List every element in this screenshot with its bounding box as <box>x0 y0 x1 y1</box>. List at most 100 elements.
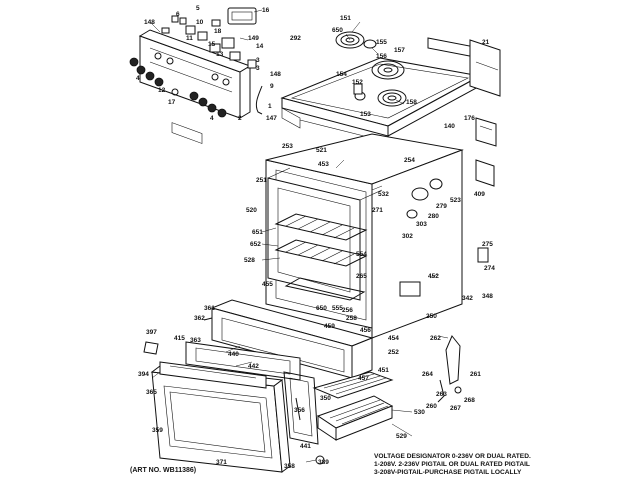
part-label-4: 4 <box>210 115 214 122</box>
control-knobs <box>129 57 227 118</box>
part-label-15: 15 <box>208 41 216 48</box>
part-label-520: 520 <box>246 207 257 214</box>
part-label-18: 18 <box>214 28 222 35</box>
part-label-271: 271 <box>372 207 383 214</box>
part-label-280: 280 <box>428 213 439 220</box>
part-label-253: 253 <box>282 143 293 150</box>
hinge-parts <box>437 335 462 403</box>
part-label-394: 394 <box>138 371 149 378</box>
part-label-292: 292 <box>290 35 301 42</box>
part-label-1: 1 <box>268 103 272 110</box>
art-number: (ART NO. WB11386) <box>130 467 196 474</box>
part-label-9: 9 <box>270 83 274 90</box>
bake-element <box>284 277 366 301</box>
oven-liner <box>267 167 383 301</box>
part-label-409: 409 <box>474 191 485 198</box>
part-label-523: 523 <box>450 197 461 204</box>
part-label-362: 362 <box>194 315 205 322</box>
part-label-529: 529 <box>396 433 407 440</box>
part-label-356: 356 <box>294 407 305 414</box>
part-label-251: 251 <box>256 177 267 184</box>
part-label-650: 650 <box>332 27 343 34</box>
part-label-154: 154 <box>336 71 347 78</box>
part-label-365: 365 <box>146 389 157 396</box>
part-label-361: 361 <box>204 305 215 312</box>
part-label-415: 415 <box>174 335 185 342</box>
part-label-12: 12 <box>158 87 166 94</box>
part-label-10: 10 <box>196 19 204 26</box>
control-panel-assembly <box>138 29 252 144</box>
part-label-151: 151 <box>340 15 351 22</box>
part-label-371: 371 <box>216 459 227 466</box>
oven-door-assembly <box>150 361 291 473</box>
part-number-labels: 148 6 5 16 149 10 18 11 15 14 13 4 12 17… <box>136 5 495 470</box>
part-label-652: 652 <box>250 241 261 248</box>
part-label-2: 2 <box>238 115 242 122</box>
part-label-148: 148 <box>144 19 155 26</box>
part-label-363: 363 <box>190 337 201 344</box>
part-label-389: 389 <box>318 459 329 466</box>
part-label-5: 5 <box>196 5 200 12</box>
part-label-261: 261 <box>470 371 481 378</box>
part-label-459: 459 <box>324 323 335 330</box>
part-label-252: 252 <box>388 349 399 356</box>
voltage-note-line: VOLTAGE DESIGNATOR 0-236V OR DUAL RATED. <box>374 453 531 460</box>
part-label-455: 455 <box>262 281 273 288</box>
part-label-650: 650 <box>316 305 327 312</box>
part-label-14: 14 <box>256 43 264 50</box>
switch-components <box>161 15 257 69</box>
cooktop-assembly <box>280 57 482 151</box>
part-label-155: 155 <box>376 39 387 46</box>
part-label-156: 156 <box>376 53 387 60</box>
part-label-397: 397 <box>146 329 157 336</box>
part-label-452: 452 <box>428 273 439 280</box>
part-label-359: 359 <box>152 427 163 434</box>
part-label-258: 258 <box>346 315 357 322</box>
broiler-pan <box>316 395 394 441</box>
part-label-441: 441 <box>300 443 311 450</box>
part-label-140: 140 <box>444 123 455 130</box>
part-label-451: 451 <box>378 367 389 374</box>
bracket-parts <box>475 117 497 187</box>
oven-racks <box>274 213 368 267</box>
storage-drawer <box>210 299 374 379</box>
part-label-13: 13 <box>216 51 224 58</box>
part-label-3: 3 <box>256 65 260 72</box>
part-label-260: 260 <box>426 403 437 410</box>
part-label-250: 250 <box>426 313 437 320</box>
part-label-440: 440 <box>228 351 239 358</box>
part-label-442: 442 <box>248 363 259 370</box>
part-label-348: 348 <box>482 293 493 300</box>
voltage-note: VOLTAGE DESIGNATOR 0-236V OR DUAL RATED.… <box>374 453 531 476</box>
part-label-152: 152 <box>352 79 363 86</box>
door-seal-frame <box>283 371 319 445</box>
part-label-274: 274 <box>484 265 495 272</box>
part-label-4: 4 <box>136 75 140 82</box>
part-label-267: 267 <box>450 405 461 412</box>
part-label-342: 342 <box>462 295 473 302</box>
part-label-268: 268 <box>464 397 475 404</box>
surface-burner-elements <box>335 31 407 107</box>
broiler-grid <box>312 371 394 399</box>
part-label-554: 554 <box>356 251 367 258</box>
voltage-note-line: 1-208V. 2-236V PIGTAIL OR DUAL RATED PIG… <box>374 461 530 468</box>
part-label-3: 3 <box>256 57 260 64</box>
part-label-453: 453 <box>318 161 329 168</box>
part-label-454: 454 <box>388 335 399 342</box>
part-label-262: 262 <box>430 335 441 342</box>
side-panel-components <box>399 178 489 297</box>
part-label-153: 153 <box>360 111 371 118</box>
part-label-358: 358 <box>284 463 295 470</box>
part-label-456: 456 <box>360 327 371 334</box>
part-label-279: 279 <box>436 203 447 210</box>
part-label-149: 149 <box>248 35 259 42</box>
part-label-275: 275 <box>482 241 493 248</box>
part-label-148: 148 <box>270 71 281 78</box>
part-label-176: 176 <box>464 115 475 122</box>
voltage-note-line: 3-208V-PIGTAIL-PURCHASE PIGTAIL LOCALLY <box>374 469 522 476</box>
part-label-302: 302 <box>402 233 413 240</box>
part-label-6: 6 <box>176 11 180 18</box>
leader-lines <box>149 9 449 463</box>
part-label-263: 263 <box>436 391 447 398</box>
